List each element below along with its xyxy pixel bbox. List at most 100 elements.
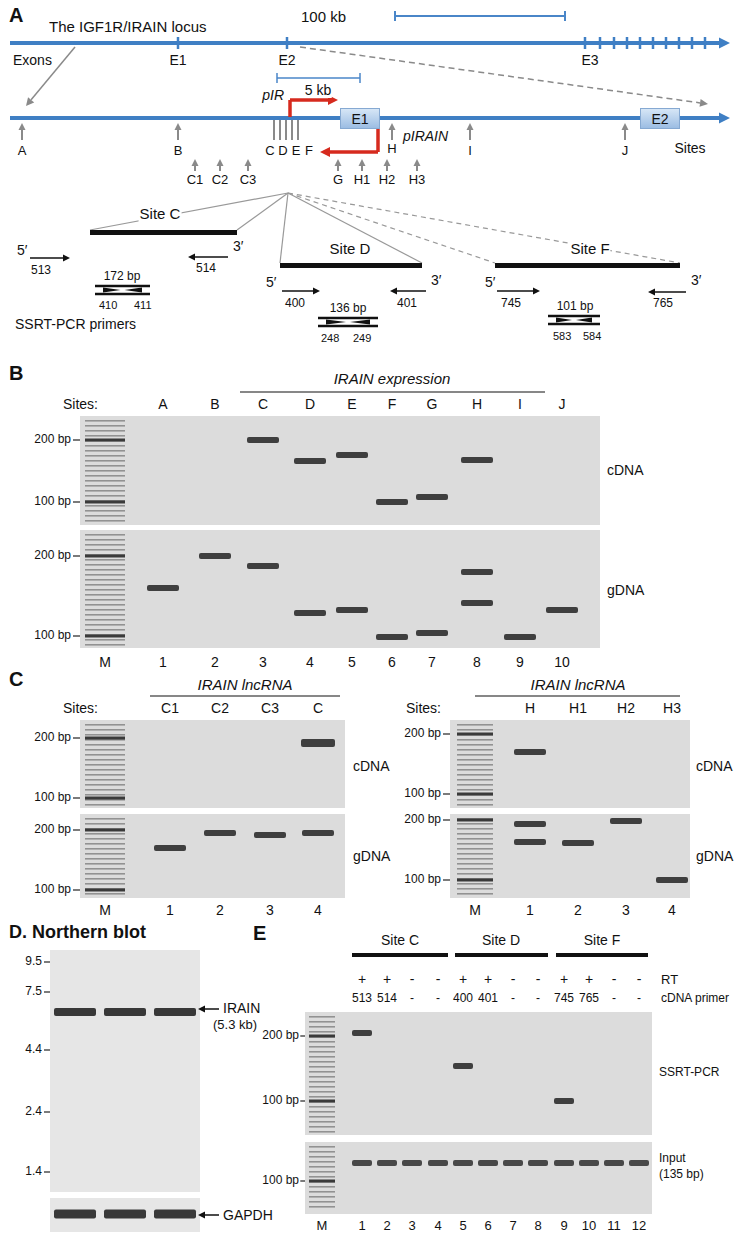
- ladder-band: [309, 1191, 335, 1193]
- size-tick: [73, 555, 80, 556]
- gel-band: [562, 840, 594, 846]
- site-bar: [495, 263, 680, 268]
- figure-label: SSRT-PCR primers: [14, 316, 137, 332]
- primer-arrow-head: [533, 288, 540, 295]
- figure-label: 411: [133, 299, 153, 312]
- figure-label: D: [277, 144, 288, 159]
- figure-label: H3: [408, 173, 427, 188]
- gel-background: [450, 720, 690, 808]
- site-arrow-head: [414, 159, 421, 166]
- figure-label: Sites:: [62, 700, 99, 716]
- ladder-band: [85, 420, 125, 422]
- site-bar: [280, 263, 422, 268]
- ladder-band: [309, 1131, 335, 1133]
- ladder-band-strong: [457, 733, 493, 736]
- gel-band: [546, 607, 578, 613]
- ladder-band: [85, 559, 125, 561]
- gel-background: [450, 814, 690, 898]
- figure-label: 1: [525, 902, 535, 918]
- ladder-band-strong: [85, 555, 125, 558]
- site-arrow: [247, 166, 249, 171]
- site-arrow: [386, 166, 388, 171]
- promoter-arrow: [376, 128, 380, 152]
- gel-background: [80, 530, 600, 648]
- figure-label: D. Northern blot: [8, 922, 147, 943]
- figure-label: 4.4: [24, 1043, 43, 1057]
- exon-tick: [639, 37, 642, 49]
- figure-label: (135 bp): [658, 1168, 705, 1182]
- figure-label: 1: [165, 902, 175, 918]
- primer-arrow: [397, 290, 426, 292]
- locus-line-head: [719, 38, 730, 49]
- figure-label: C: [264, 144, 275, 159]
- figure-label: SSRT-PCR: [658, 1066, 720, 1080]
- figure-label: B: [209, 396, 220, 412]
- figure-label: 100 bp: [33, 629, 72, 643]
- site-arrow: [624, 130, 626, 140]
- gel-band: [377, 1160, 397, 1166]
- gel-background: [80, 416, 600, 525]
- ladder-band: [85, 579, 125, 581]
- figure-label: C2: [210, 700, 230, 716]
- figure-label: 401: [396, 297, 418, 311]
- figure-label: E1: [168, 52, 187, 68]
- figure-label: 3′: [232, 238, 244, 254]
- figure-label: IRAIN lncRNA: [529, 676, 626, 693]
- size-tick: [300, 1035, 305, 1036]
- ladder-band: [457, 739, 493, 741]
- ladder-band: [309, 1021, 335, 1023]
- site-arrow-head: [217, 159, 224, 166]
- figure-label: Site C: [380, 932, 420, 948]
- figure-label: E: [252, 922, 267, 945]
- figure-label: A: [8, 4, 24, 27]
- group-bar: [455, 953, 548, 957]
- ladder-band-strong: [85, 439, 125, 442]
- zoom-line: [90, 193, 288, 230]
- ladder-band: [309, 1196, 335, 1198]
- header-rule: [240, 391, 545, 392]
- zoom-line-head: [719, 113, 730, 124]
- ladder-band: [85, 450, 125, 452]
- site-arrow: [177, 130, 179, 140]
- ladder-band: [85, 495, 125, 497]
- figure-label: -: [510, 971, 517, 987]
- blot-background: [50, 1198, 200, 1232]
- ladder-band: [309, 1086, 335, 1088]
- ladder-band: [85, 868, 125, 870]
- ladder-band: [85, 574, 125, 576]
- ladder-band: [85, 769, 125, 771]
- figure-label: RT: [660, 973, 679, 988]
- size-tick: [44, 1049, 50, 1050]
- figure-label: 4: [433, 1219, 442, 1234]
- ladder-band: [85, 744, 125, 746]
- ladder-band: [85, 823, 125, 825]
- ladder-band: [85, 724, 125, 726]
- ladder-band: [85, 485, 125, 487]
- site-arrow-head: [359, 159, 366, 166]
- gel-band: [301, 739, 335, 747]
- figure-label: Site C: [139, 205, 182, 222]
- ladder-band: [457, 804, 493, 806]
- ladder-band: [85, 853, 125, 855]
- figure-label: 584: [582, 330, 602, 343]
- ladder-band: [309, 1151, 335, 1153]
- primer-arrow: [655, 291, 686, 293]
- ladder-band-strong: [457, 793, 493, 796]
- figure-label: +: [584, 971, 594, 987]
- figure-label: 5: [458, 1219, 467, 1234]
- exon-tick: [599, 37, 602, 49]
- site-arrow-head: [389, 123, 396, 130]
- figure-label: 4: [305, 654, 315, 670]
- figure-label: +: [559, 971, 569, 987]
- site-arrow: [416, 166, 418, 171]
- ladder-band: [85, 609, 125, 611]
- amplicon-bar: [95, 285, 150, 288]
- figure-label: 765: [578, 992, 600, 1006]
- figure-label: 172 bp: [103, 270, 142, 284]
- gel-band: [656, 877, 688, 883]
- site-arrow: [337, 166, 339, 171]
- promoter-arrow: [288, 100, 292, 117]
- figure-label: -: [535, 971, 542, 987]
- primer-arrow: [195, 256, 228, 258]
- figure-label: 2: [210, 654, 220, 670]
